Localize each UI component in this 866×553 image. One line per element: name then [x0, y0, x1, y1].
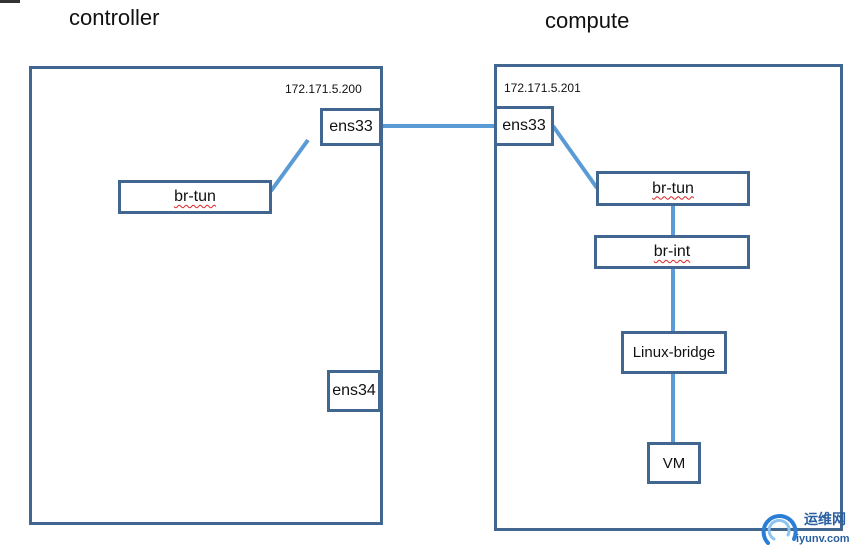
corner-mark [0, 0, 20, 3]
compute-linux-bridge-label: Linux-bridge [632, 344, 716, 361]
compute-br-tun-label: br-tun [652, 179, 694, 197]
controller-title: controller [69, 5, 160, 30]
compute-br-tun-node: br-tun [596, 171, 750, 206]
controller-ens33-label: ens33 [329, 118, 373, 135]
controller-ip-label: 172.171.5.200 [285, 82, 362, 96]
compute-br-int-label: br-int [653, 243, 691, 260]
compute-ens33-node: ens33 [494, 106, 554, 146]
controller-br-tun-label: br-tun [174, 188, 216, 205]
compute-host-box [494, 64, 843, 531]
compute-br-int-node: br-int [594, 235, 750, 269]
controller-ens33-node: ens33 [320, 108, 382, 146]
controller-ens34-node: ens34 [327, 370, 381, 412]
watermark-text-cn: 运维网 [804, 511, 846, 527]
controller-br-tun-node: br-tun [118, 180, 272, 214]
controller-host-box [29, 66, 383, 525]
compute-ip-label: 172.171.5.201 [504, 81, 581, 95]
watermark-text-domain: iyunv.com [796, 533, 850, 545]
compute-linux-bridge-node: Linux-bridge [621, 331, 727, 374]
compute-title: compute [545, 8, 630, 33]
controller-ens34-label: ens34 [332, 382, 376, 399]
watermark-logo-icon [761, 514, 798, 545]
compute-vm-label: VM [662, 454, 686, 472]
compute-ens33-label: ens33 [502, 117, 546, 134]
link-compute-ens33-to-brtun [551, 124, 599, 190]
link-controller-brtun-to-ens33 [269, 138, 310, 193]
watermark: 运维网 iyunv.com [760, 505, 864, 551]
compute-vm-node: VM [647, 442, 701, 484]
